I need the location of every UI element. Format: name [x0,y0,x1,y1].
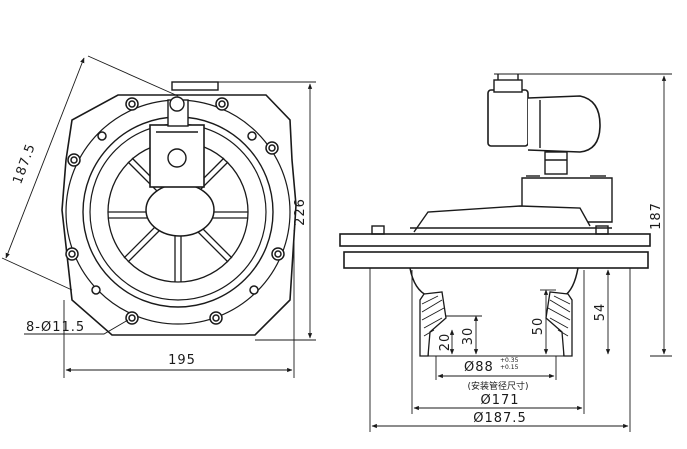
dim-88-tol-upper: +0.35 [500,357,519,364]
side-view [339,74,651,357]
dim-50-label: 50 [531,317,546,336]
dim-54-label: 54 [593,303,608,322]
dim-88-label: Ø88 [464,360,494,375]
central-boss [145,183,215,237]
lower-flange [343,251,649,269]
bonnet [413,205,591,233]
pipe-note: (安装管径尺寸) [467,380,528,392]
dim-diagonal-label: 187.5 [10,141,39,186]
front-dimensions [1,55,316,378]
dim-20-label: 20 [438,333,453,352]
coil [487,89,529,147]
dim-88-tol-lower: +0.15 [500,364,519,371]
dim-width-label: 195 [168,353,196,368]
dim-holes-label: 8-Ø11.5 [26,320,85,335]
dim-171-label: Ø171 [480,393,519,408]
side-dimensions [369,73,672,432]
dim-side-height-label: 187 [649,202,664,230]
dim-30-label: 30 [461,327,476,346]
dim-187-5-label: Ø187.5 [473,411,526,426]
front-view [61,81,297,336]
upper-flange [339,233,651,247]
dim-height-label: 226 [293,198,308,226]
